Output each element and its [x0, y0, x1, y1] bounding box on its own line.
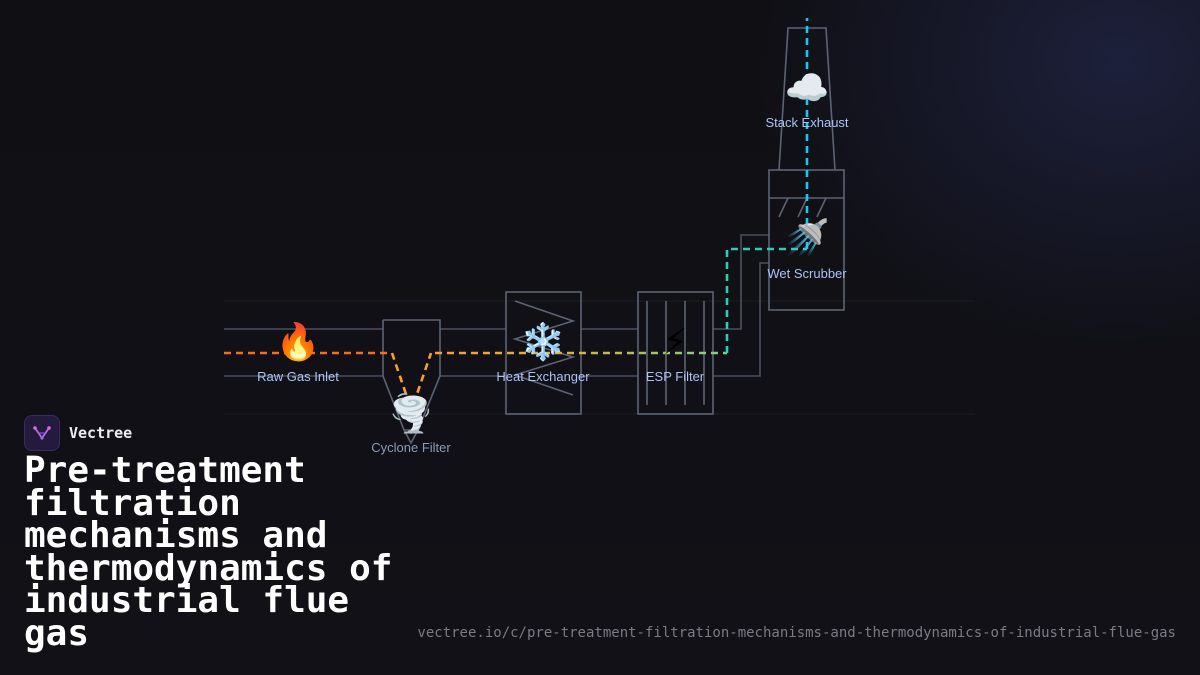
stack-exhaust-label: Stack Exhaust [765, 115, 848, 130]
brand: Vectree [24, 415, 132, 451]
raw-gas-inlet-label: Raw Gas Inlet [257, 369, 339, 384]
gas-flow-path [224, 18, 809, 399]
brand-name: Vectree [69, 424, 133, 442]
snowflake-icon: ❄️ [521, 321, 566, 363]
cyclone-filter-label: Cyclone Filter [371, 440, 451, 455]
shower-icon: 🚿 [785, 217, 830, 259]
main-duct [224, 328, 638, 377]
vectree-logo-icon [24, 415, 60, 451]
flow-cleaned [725, 247, 807, 353]
cyclone-filter-body [382, 319, 441, 445]
page-url[interactable]: vectree.io/c/pre-treatment-filtration-me… [417, 625, 1176, 641]
heat-exchanger-label: Heat Exchanger [496, 369, 590, 384]
fire-icon: 🔥 [276, 321, 321, 363]
flow-cyclone [390, 352, 433, 399]
riser-duct [713, 234, 769, 377]
esp-filter-label: ESP Filter [646, 369, 705, 384]
wet-scrubber-label: Wet Scrubber [767, 266, 847, 281]
lightning-icon: ⚡ [662, 322, 687, 363]
cloud-icon: ☁️ [785, 68, 830, 109]
tornado-icon: 🌪️ [389, 392, 434, 435]
page-title: Pre-treatment filtration mechanisms and … [24, 450, 393, 654]
